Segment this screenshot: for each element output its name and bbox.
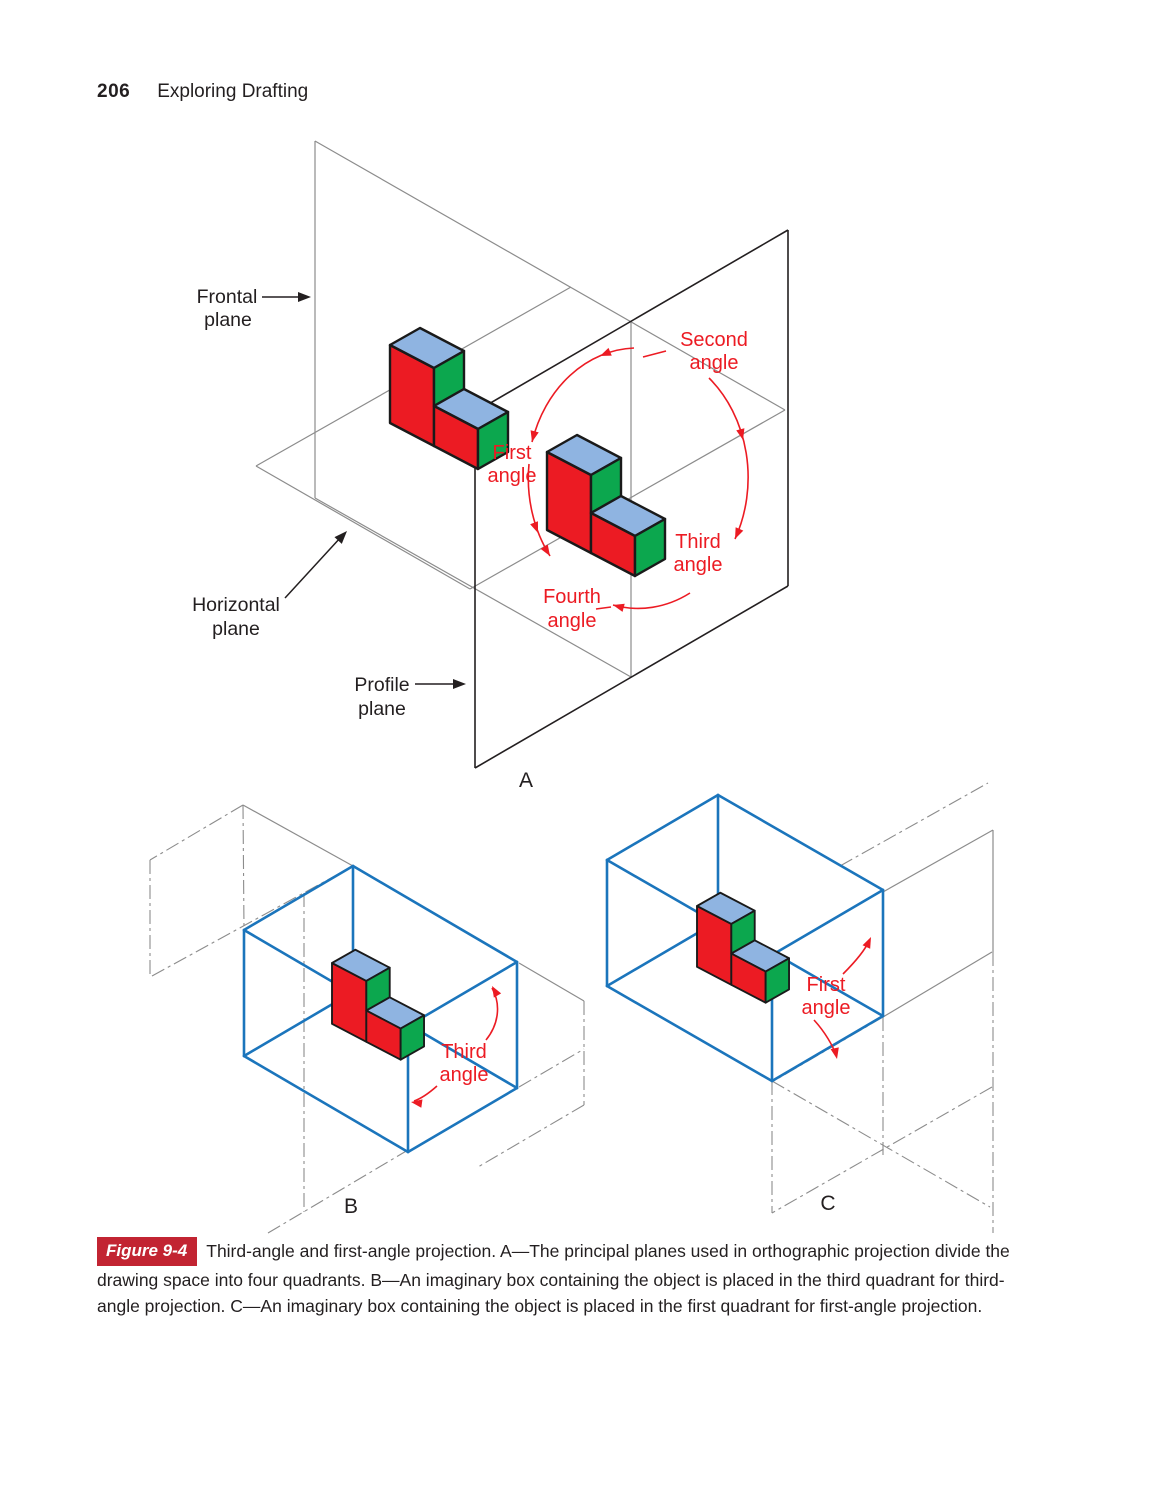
diagram-c: First angle C (605, 782, 994, 1233)
profile-plane-label-line1: Profile (354, 674, 409, 696)
diagram-b-reference-planes (149, 804, 585, 1234)
diagram-c-reference-planes (771, 782, 994, 1233)
step-block-third-angle (388, 326, 510, 471)
diagram-a-letter: A (519, 769, 533, 792)
frontal-plane-label-line1: Frontal (197, 286, 258, 308)
page-header: 206 Exploring Drafting (97, 81, 308, 103)
third-angle-label-line2: angle (674, 554, 723, 576)
diagram-c-letter: C (820, 1192, 835, 1215)
first-angle-arrows-c (813, 937, 871, 1059)
fourth-angle-label-line2: angle (548, 610, 597, 632)
diagram-b: Third angle B (149, 804, 585, 1234)
profile-plane-lines (474, 229, 789, 769)
diagram-b-letter: B (344, 1195, 358, 1218)
first-angle-label-line2: angle (488, 465, 537, 487)
profile-plane-label-line2: plane (358, 698, 406, 720)
first-angle-label-c-line1: First (807, 974, 846, 996)
first-angle-label-c-line2: angle (802, 997, 851, 1019)
third-angle-label-b-line1: Third (441, 1041, 487, 1063)
chapter-title: Exploring Drafting (157, 81, 309, 102)
second-angle-label-line1: Second (680, 329, 748, 351)
step-block-in-box-b (331, 948, 425, 1061)
step-block-first-angle (545, 433, 667, 578)
page-number: 206 (97, 81, 131, 102)
first-angle-label-line1: First (493, 442, 532, 464)
frontal-plane-label-line2: plane (204, 309, 252, 331)
third-angle-label-b-line2: angle (440, 1064, 489, 1086)
figure-tag: Figure 9-4 (97, 1237, 198, 1266)
fourth-angle-label-line1: Fourth (543, 586, 601, 608)
third-angle-arrows-b (411, 986, 502, 1108)
quadrant-rotation-arrows (527, 347, 749, 612)
plane-label-arrows (262, 292, 466, 689)
horizontal-plane-label-line1: Horizontal (192, 594, 280, 616)
horizontal-plane-label-line2: plane (212, 618, 260, 640)
third-angle-label-line1: Third (675, 531, 721, 553)
figure-caption-text: Third-angle and first-angle projection. … (97, 1241, 1010, 1316)
second-angle-label-line2: angle (690, 352, 739, 374)
step-block-in-box-c (696, 891, 790, 1004)
diagram-a: Frontal plane Horizontal plane Profile p… (192, 140, 789, 792)
